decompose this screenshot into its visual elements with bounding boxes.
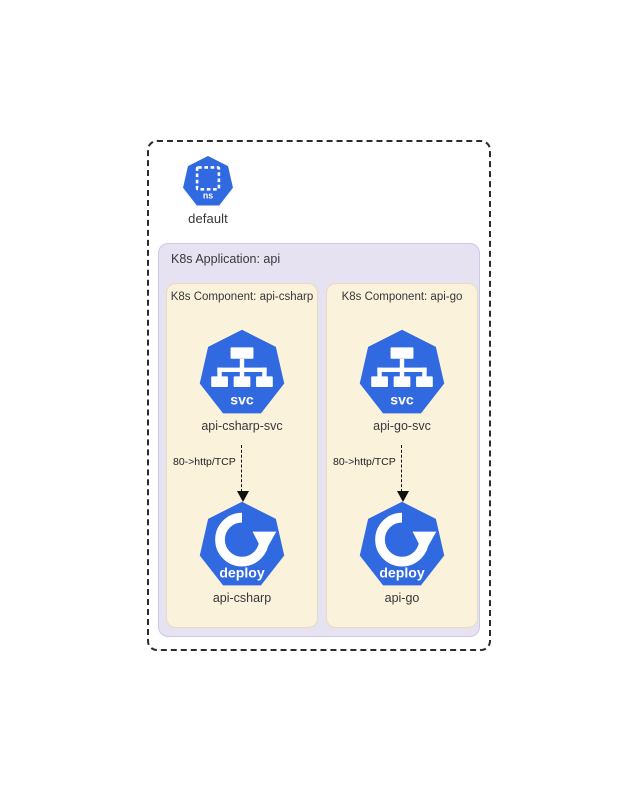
arrow-head-icon bbox=[397, 491, 409, 502]
namespace-badge-text: ns bbox=[203, 191, 213, 201]
connector-port-label: 80->http/TCP bbox=[173, 456, 236, 468]
application-title-label: K8s Application: api bbox=[171, 252, 281, 266]
deployment-node-api-go[interactable]: deploy api-go bbox=[327, 500, 477, 605]
deployment-badge-text: deploy bbox=[379, 564, 425, 580]
k8s-service-heptagon-icon: svc bbox=[358, 328, 446, 416]
component-title-label: K8s Component: api-go bbox=[341, 291, 463, 303]
service-to-deployment-connector bbox=[237, 445, 249, 502]
k8s-deployment-heptagon-icon: deploy bbox=[358, 500, 446, 588]
k8s-component-api-csharp: K8s Component: api-csharp svc api-csharp… bbox=[166, 283, 318, 628]
service-name-label: api-go-svc bbox=[373, 419, 431, 433]
namespace-name-label: default bbox=[188, 211, 228, 226]
arrow-head-icon bbox=[237, 491, 249, 502]
k8s-deployment-heptagon-icon: deploy bbox=[198, 500, 286, 588]
deployment-badge-text: deploy bbox=[219, 564, 265, 580]
k8s-component-api-go: K8s Component: api-go svc api-go-svc 80-… bbox=[326, 283, 478, 628]
service-badge-text: svc bbox=[230, 392, 254, 408]
deployment-name-label: api-go bbox=[384, 591, 420, 605]
deployment-name-label: api-csharp bbox=[212, 591, 272, 605]
service-to-deployment-connector bbox=[397, 445, 409, 502]
namespace-node[interactable]: ns default bbox=[165, 155, 251, 226]
k8s-namespace-heptagon-icon: ns bbox=[182, 155, 234, 207]
service-node-api-go[interactable]: svc api-go-svc bbox=[327, 328, 477, 433]
connector-port-label: 80->http/TCP bbox=[333, 456, 396, 468]
service-name-label: api-csharp-svc bbox=[201, 419, 283, 433]
deployment-node-api-csharp[interactable]: deploy api-csharp bbox=[167, 500, 317, 605]
k8s-service-heptagon-icon: svc bbox=[198, 328, 286, 416]
service-node-api-csharp[interactable]: svc api-csharp-svc bbox=[167, 328, 317, 433]
component-title-label: K8s Component: api-csharp bbox=[170, 291, 314, 303]
namespace-boundary bbox=[147, 140, 491, 651]
service-badge-text: svc bbox=[390, 392, 414, 408]
